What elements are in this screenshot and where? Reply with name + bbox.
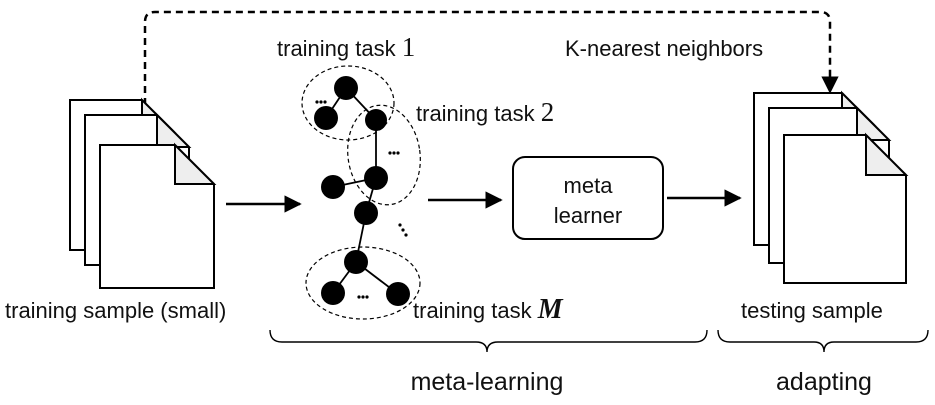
graph-node [321, 281, 345, 305]
ellipsis-dot [323, 100, 327, 104]
meta-learning-brace [269, 329, 708, 353]
meta-learner-box: meta learner [512, 156, 664, 240]
task-2-ellipse [347, 104, 421, 206]
ellipsis-dot [404, 233, 408, 237]
task-m-ellipse [305, 246, 421, 320]
ellipsis-dot [398, 223, 402, 227]
graph-node [344, 250, 368, 274]
meta-learning-label: meta-learning [411, 368, 564, 396]
adapting-label: adapting [776, 368, 872, 396]
graph-node [365, 109, 387, 131]
training-sample-label: training sample (small) [5, 298, 226, 323]
testing-sample-label: testing sample [741, 298, 883, 323]
knn-dashed-connector [143, 10, 839, 105]
graph-node [334, 76, 358, 100]
training-sample-stack [69, 97, 217, 289]
adapting-brace [717, 329, 929, 353]
knn-label: K-nearest neighbors [565, 36, 763, 61]
ellipsis-dot [392, 151, 396, 155]
ellipsis-dot [396, 151, 400, 155]
meta-learner-line1: meta [564, 173, 614, 198]
ellipsis-dot [365, 295, 369, 299]
document-icon [783, 132, 909, 284]
testing-sample-stack [753, 90, 909, 284]
graph-node [321, 175, 345, 199]
ellipsis-dot [357, 295, 361, 299]
graph-node [314, 106, 338, 130]
task-2-label: training task 2 [416, 97, 554, 127]
meta-learner-line2: learner [554, 203, 622, 228]
graph-node [354, 201, 378, 225]
graph-node [364, 166, 388, 190]
task-1-label: training task 1 [277, 32, 415, 62]
ellipsis-dot [315, 100, 319, 104]
ellipsis-dot [401, 228, 405, 232]
ellipsis-dot [388, 151, 392, 155]
ellipsis-dot [319, 100, 323, 104]
task-graph [301, 65, 421, 320]
document-icon [99, 142, 217, 289]
task-m-label: training task M [413, 294, 564, 325]
ellipsis-dot [361, 295, 365, 299]
graph-node [386, 282, 410, 306]
